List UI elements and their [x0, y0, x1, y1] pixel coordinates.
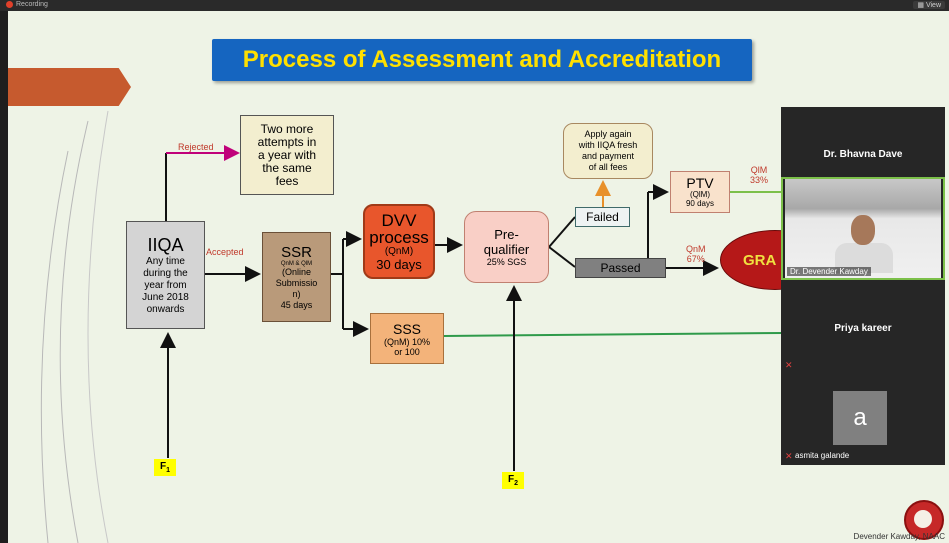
two-more-attempts-box: Two more attempts in a year with the sam… — [240, 115, 334, 195]
record-icon — [6, 1, 13, 8]
apply-again-line: of all fees — [588, 162, 628, 172]
apply-again-line: and payment — [581, 151, 635, 161]
participant-name: asmita galande — [795, 451, 850, 460]
mic-muted-icon: ✕ — [785, 451, 793, 461]
participant-tile[interactable]: Dr. Bhavna Dave ✕ — [781, 107, 945, 192]
prequalifier-line: qualifier — [483, 242, 530, 257]
participant-video — [785, 179, 941, 278]
f1-tag: F1 — [154, 459, 177, 476]
dvv-process-box: DVV process (QnM) 30 days — [363, 204, 435, 279]
prequalifier-sub: 25% SGS — [486, 257, 527, 267]
presenter-signature: Devender Kawday, NAAC — [853, 532, 945, 541]
prequalifier-box: Pre- qualifier 25% SGS — [464, 211, 549, 283]
ptv-box: PTV (QlM) 90 days — [670, 171, 730, 213]
slide-title: Process of Assessment and Accreditation — [212, 39, 752, 81]
ssr-box: SSR QnM & QlM (Online Submissio n) 45 da… — [262, 232, 331, 322]
decorative-ribbon — [8, 68, 131, 106]
two-more-line: a year with — [257, 147, 317, 162]
participants-panel: Dr. Bhavna Dave ✕ Dr. Devender Kawday Pr… — [781, 107, 945, 465]
sss-line: or 100 — [394, 346, 420, 357]
flow-arrows — [40, 110, 784, 543]
qlm-percent-label: QlM 33% — [750, 165, 768, 185]
qlm-label: QlM — [750, 165, 768, 175]
apply-again-line: Apply again — [584, 129, 632, 139]
apply-again-box: Apply again with IIQA fresh and payment … — [563, 123, 653, 179]
failed-box: Failed — [575, 207, 630, 227]
f2-subscript: 2 — [514, 480, 519, 487]
ssr-line: Submissio — [275, 277, 318, 288]
video-person-face — [851, 215, 875, 245]
two-more-line: fees — [275, 173, 299, 188]
participant-tile[interactable]: Priya kareer ✕ — [781, 282, 945, 375]
iiqa-line: June 2018 — [142, 291, 189, 303]
view-button[interactable]: ▦ View — [913, 1, 945, 9]
rejected-label: Rejected — [178, 142, 214, 152]
ptv-line: 90 days — [685, 199, 715, 208]
ssr-line: 45 days — [280, 299, 313, 310]
iiqa-line: onwards — [146, 303, 185, 315]
ssr-title: SSR — [281, 243, 312, 261]
mic-muted-icon: ✕ — [785, 360, 793, 370]
dvv-line: DVV — [381, 210, 417, 230]
ssr-line: (Online — [281, 266, 311, 277]
sss-line: (QnM) 10% — [383, 336, 430, 347]
view-label: View — [925, 2, 941, 9]
dvv-line: process — [369, 227, 429, 247]
participant-name: Dr. Devender Kawday — [787, 267, 871, 276]
iiqa-line: year from — [144, 279, 187, 291]
apply-again-line: with IIQA fresh — [578, 140, 638, 150]
qnm-percent-label: QnM 67% — [686, 244, 706, 264]
avatar: a — [833, 391, 887, 445]
f2-letter: F — [508, 474, 515, 485]
ptv-title: PTV — [686, 175, 714, 191]
f1-letter: F — [160, 461, 167, 472]
recording-label: Recording — [16, 1, 48, 8]
passed-box: Passed — [575, 258, 666, 278]
f2-tag: F2 — [502, 472, 525, 489]
ptv-line: (QlM) — [690, 190, 710, 199]
qnm-value: 67% — [686, 254, 705, 264]
f1-subscript: 1 — [166, 467, 171, 474]
participant-name: Priya kareer — [834, 323, 892, 334]
ssr-line: n) — [292, 288, 301, 299]
iiqa-box: IIQA Any time during the year from June … — [126, 221, 205, 329]
participant-tile[interactable]: a ✕ asmita galande — [781, 375, 945, 465]
participant-tile-active[interactable]: Dr. Devender Kawday — [781, 177, 945, 280]
naac-logo-icon — [904, 500, 944, 540]
two-more-line: the same — [262, 160, 312, 175]
qnm-label: QnM — [686, 244, 706, 254]
two-more-line: Two more — [260, 121, 314, 136]
two-more-line: attempts in — [257, 134, 317, 149]
accepted-label: Accepted — [206, 247, 244, 257]
prequalifier-line: Pre- — [494, 227, 519, 242]
meeting-top-bar: Recording ▦ View — [0, 0, 949, 11]
dvv-qnm: (QnM) — [384, 245, 414, 257]
participant-name: Dr. Bhavna Dave — [823, 149, 903, 160]
iiqa-line: during the — [143, 267, 188, 279]
sss-box: SSS (QnM) 10% or 100 — [370, 313, 444, 364]
dvv-days: 30 days — [376, 256, 422, 272]
qlm-value: 33% — [750, 175, 769, 185]
iiqa-line: Any time — [146, 255, 185, 267]
iiqa-title: IIQA — [147, 234, 184, 255]
ssr-sub: QnM & QlM — [280, 260, 313, 267]
view-icon: ▦ — [917, 2, 924, 9]
sss-title: SSS — [392, 320, 421, 337]
recording-indicator: Recording — [6, 1, 48, 8]
